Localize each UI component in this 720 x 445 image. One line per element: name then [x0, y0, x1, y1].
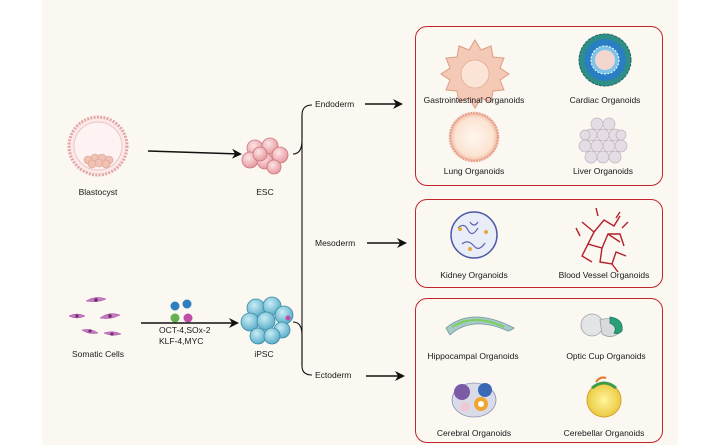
somatic-cells-label: Somatic Cells: [72, 349, 124, 359]
lung-organoid-icon: [448, 111, 500, 163]
esc-icon: [241, 137, 289, 175]
optic-cup-organoids-label: Optic Cup Organoids: [566, 351, 646, 361]
ipsc-icon: [240, 296, 294, 345]
factors-line-1: OCT-4,SOx-2: [159, 325, 211, 335]
ectoderm-label: Ectoderm: [315, 370, 352, 380]
somatic-cells-icon: [68, 297, 122, 336]
background-panel: [42, 0, 678, 445]
factors-line-2: KLF-4,MYC: [159, 336, 204, 346]
ipsc-label: iPSC: [254, 349, 274, 359]
lung-organoids-label: Lung Organoids: [443, 166, 505, 176]
cerebellar-organoids-label: Cerebellar Organoids: [563, 428, 645, 438]
kidney-organoid-icon: [450, 211, 498, 259]
hippocampal-organoids-label: Hippocampal Organoids: [427, 351, 519, 361]
gastrointestinal-organoids-label: Gastrointestinal Organoids: [423, 95, 525, 105]
mesoderm-label: Mesoderm: [315, 238, 356, 248]
cerebral-organoids-label: Cerebral Organoids: [436, 428, 512, 438]
kidney-organoids-label: Kidney Organoids: [440, 270, 508, 280]
gastrointestinal-organoid-icon: [440, 39, 510, 109]
hippocampal-organoid-icon: [445, 316, 515, 336]
ectoderm-organoids-box: [415, 298, 663, 443]
esc-label: ESC: [256, 187, 274, 197]
reprogramming-factors-icon: [170, 299, 193, 323]
liver-organoid-icon: [578, 117, 628, 164]
cardiac-organoids-label: Cardiac Organoids: [569, 95, 641, 105]
liver-organoids-label: Liver Organoids: [572, 166, 634, 176]
arrow-blastocyst-to-esc: [147, 148, 242, 159]
blood-vessel-organoid-icon: [575, 207, 629, 273]
blastocyst-icon: [67, 115, 129, 177]
cerebellar-organoid-icon: [586, 376, 622, 418]
endoderm-label: Endoderm: [315, 99, 355, 109]
cardiac-organoid-icon: [578, 33, 632, 87]
endoderm-organoids-box: [415, 26, 663, 186]
cerebral-organoid-icon: [451, 382, 497, 418]
blood-vessel-organoids-label: Blood Vessel Organoids: [558, 270, 650, 280]
germ-layer-branches: [292, 104, 313, 376]
optic-cup-organoid-icon: [580, 313, 623, 337]
blastocyst-label: Blastocyst: [78, 187, 118, 197]
mesoderm-organoids-box: [415, 199, 663, 288]
